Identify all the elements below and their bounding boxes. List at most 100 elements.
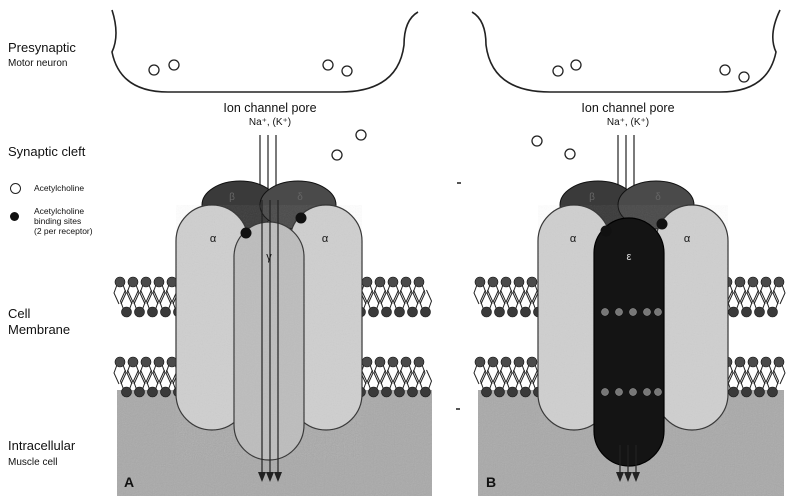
lipid-head	[495, 307, 505, 317]
lipid-head	[375, 357, 385, 367]
lipid-head	[382, 307, 392, 317]
lipid-head	[755, 307, 765, 317]
lipid-head	[761, 357, 771, 367]
binding-site	[657, 219, 668, 230]
lipid-head	[135, 307, 145, 317]
vesicle	[342, 66, 352, 76]
lipid-head	[521, 307, 531, 317]
lipid-head	[755, 387, 765, 397]
acetylcholine-molecules-a	[332, 130, 366, 160]
subunit-label-delta-a: δ	[290, 192, 310, 203]
lipid-head	[395, 307, 405, 317]
lipid-head	[735, 277, 745, 287]
panel-letter-b: B	[486, 474, 496, 490]
lipid-head	[161, 387, 171, 397]
lipid-head	[128, 277, 138, 287]
vesicle	[553, 66, 563, 76]
lipid-head	[401, 357, 411, 367]
subunit-label-alpha-left-a: α	[203, 233, 223, 245]
label-cell: Cell	[8, 306, 30, 322]
lipid-head	[128, 357, 138, 367]
lipid-head	[748, 277, 758, 287]
lipid-head	[375, 277, 385, 287]
lipid-head	[482, 387, 492, 397]
lipid-head	[408, 387, 418, 397]
vesicle	[149, 65, 159, 75]
lipid-head	[527, 357, 537, 367]
binding-site-legend-icon	[10, 212, 19, 221]
label-intracellular: Intracellular	[8, 438, 75, 454]
lipid-head	[508, 387, 518, 397]
lipid-head	[115, 357, 125, 367]
panel-letter-a: A	[124, 474, 134, 490]
label-presynaptic: Presynaptic	[8, 40, 76, 56]
lipid-head	[414, 277, 424, 287]
lipid-head	[148, 387, 158, 397]
subunit-label-delta-b: δ	[648, 192, 668, 203]
legend-binding-line3: (2 per receptor)	[34, 226, 93, 236]
legend-acetylcholine: Acetylcholine	[34, 183, 84, 193]
lipid-head	[475, 357, 485, 367]
legend-binding-line1: Acetylcholine	[34, 206, 84, 216]
ions-label-a: Na⁺, (K⁺)	[220, 117, 320, 128]
lipid-head	[388, 357, 398, 367]
ions-label-b: Na⁺, (K⁺)	[578, 117, 678, 128]
lipid-head	[508, 307, 518, 317]
lipid-head	[161, 307, 171, 317]
lipid-head	[521, 387, 531, 397]
lipid-head	[774, 357, 784, 367]
binding-site	[601, 226, 612, 237]
subunit-label-gamma-a: γ	[259, 251, 279, 263]
lipid-head	[742, 307, 752, 317]
vesicle	[720, 65, 730, 75]
subunit-label-alpha-right-b: α	[677, 233, 697, 245]
acetylcholine-molecule	[332, 150, 342, 160]
subunit-label-alpha-left-b: α	[563, 233, 583, 245]
lipid-head	[369, 387, 379, 397]
subunit-label-alpha-right-a: α	[315, 233, 335, 245]
lipid-head	[527, 277, 537, 287]
vesicle	[323, 60, 333, 70]
acetylcholine-legend-icon	[10, 183, 21, 194]
lipid-head	[768, 387, 778, 397]
lipid-head	[761, 277, 771, 287]
lipid-head	[774, 277, 784, 287]
acetylcholine-molecules-b	[532, 136, 575, 159]
vesicle	[571, 60, 581, 70]
lipid-head	[362, 277, 372, 287]
ion-flow-arrows-b	[616, 472, 640, 482]
lipid-head	[135, 387, 145, 397]
lipid-head	[395, 387, 405, 397]
lipid-head	[735, 357, 745, 367]
ion-flow-arrows-a	[258, 472, 282, 482]
label-motor-neuron: Motor neuron	[8, 58, 67, 70]
lipid-head	[421, 387, 431, 397]
legend-binding-line2: binding sites	[34, 216, 81, 226]
lipid-head	[501, 277, 511, 287]
acetylcholine-molecule	[565, 149, 575, 159]
lipid-head	[122, 387, 132, 397]
lipid-head	[362, 357, 372, 367]
lipid-head	[514, 357, 524, 367]
pore-label-b: Ion channel pore	[558, 101, 698, 115]
label-synaptic-cleft: Synaptic cleft	[8, 144, 85, 160]
lipid-head	[482, 307, 492, 317]
lipid-head	[729, 307, 739, 317]
lipid-head	[369, 307, 379, 317]
lipid-head	[514, 277, 524, 287]
acetylcholine-molecule	[532, 136, 542, 146]
label-membrane: Membrane	[8, 322, 70, 338]
lipid-head	[388, 277, 398, 287]
subunit-label-beta-a: β	[222, 192, 242, 203]
vesicle	[169, 60, 179, 70]
lipid-head	[475, 277, 485, 287]
lipid-head	[122, 307, 132, 317]
lipid-head	[729, 387, 739, 397]
lipid-head	[115, 277, 125, 287]
vesicle	[739, 72, 749, 82]
lipid-head	[501, 357, 511, 367]
lipid-head	[414, 357, 424, 367]
lipid-head	[408, 307, 418, 317]
